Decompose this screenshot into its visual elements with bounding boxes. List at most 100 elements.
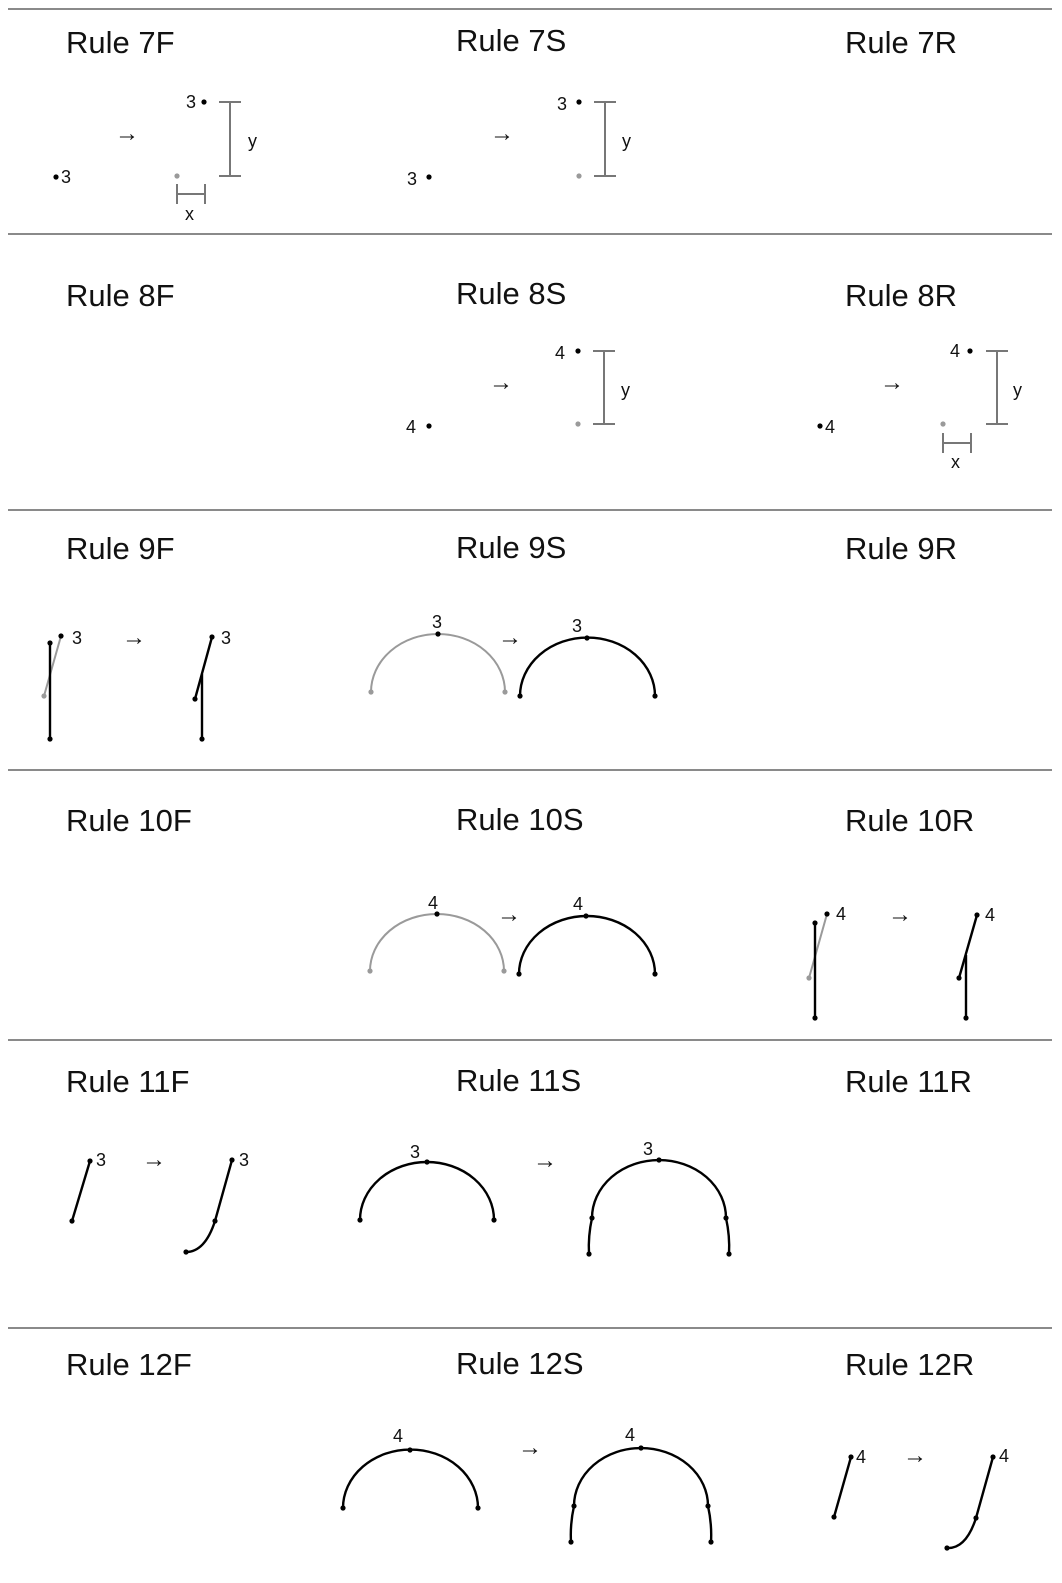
y-dimension-bracket bbox=[594, 101, 616, 177]
row-divider-4 bbox=[8, 1039, 1052, 1041]
point-marker bbox=[990, 1454, 996, 1460]
point-marker bbox=[575, 348, 581, 354]
arc bbox=[517, 914, 657, 975]
arrow: → bbox=[533, 1147, 557, 1174]
slanted-segment bbox=[957, 914, 979, 979]
point-marker bbox=[201, 99, 207, 105]
ghost-arc bbox=[369, 913, 505, 972]
point-marker bbox=[638, 1445, 644, 1451]
rule-9s-title: Rule 9S bbox=[456, 530, 567, 565]
point-marker bbox=[568, 1539, 574, 1545]
y-label: y bbox=[1013, 380, 1022, 400]
point-marker bbox=[726, 1251, 732, 1257]
rule-9r-title: Rule 9R bbox=[845, 531, 957, 566]
point-marker bbox=[69, 1218, 75, 1224]
arrow: → bbox=[888, 901, 912, 928]
rule-11s-figure: 3 → 3 bbox=[357, 1139, 732, 1257]
arrow: → bbox=[880, 369, 904, 396]
rule-8r-figure: 4 → 4 y x bbox=[817, 341, 1022, 472]
point-marker bbox=[956, 975, 962, 981]
rule-10s-title: Rule 10S bbox=[456, 802, 584, 837]
point-marker bbox=[652, 971, 658, 977]
point-marker bbox=[491, 1217, 497, 1223]
point-marker bbox=[812, 920, 818, 926]
point-label-4: 4 bbox=[856, 1447, 866, 1467]
arrow: → bbox=[489, 369, 513, 396]
point-marker bbox=[584, 635, 590, 641]
point-marker bbox=[183, 1249, 189, 1255]
point-label-4: 4 bbox=[428, 893, 438, 913]
row-divider-top bbox=[8, 8, 1052, 10]
arrow: → bbox=[142, 1146, 166, 1173]
point-label-3: 3 bbox=[186, 92, 196, 112]
point-label-4: 4 bbox=[999, 1446, 1009, 1466]
arrow: → bbox=[115, 120, 139, 147]
curved-segment bbox=[946, 1456, 995, 1550]
ghost-segment bbox=[808, 913, 828, 979]
rule-11r-title: Rule 11R bbox=[845, 1064, 972, 1099]
row-divider-3 bbox=[8, 769, 1052, 771]
arc bbox=[518, 636, 657, 697]
arrow: → bbox=[903, 1442, 927, 1469]
point-label-3: 3 bbox=[96, 1150, 106, 1170]
ghost-point-marker bbox=[502, 689, 508, 695]
rule-11s-title: Rule 11S bbox=[456, 1063, 582, 1098]
rule-7s-title: Rule 7S bbox=[456, 23, 567, 58]
arc-leg bbox=[569, 1505, 576, 1543]
slanted-segment bbox=[832, 1456, 853, 1518]
point-marker bbox=[974, 912, 980, 918]
arc bbox=[358, 1160, 496, 1221]
point-label-3: 3 bbox=[221, 628, 231, 648]
row-divider-1 bbox=[8, 233, 1052, 235]
point-label-4: 4 bbox=[406, 417, 416, 437]
rule-10r-title: Rule 10R bbox=[845, 803, 975, 838]
point-label-4: 4 bbox=[836, 904, 846, 924]
slanted-segment bbox=[193, 636, 214, 700]
point-marker bbox=[53, 174, 59, 180]
point-marker bbox=[517, 693, 523, 699]
arc bbox=[341, 1448, 480, 1509]
point-label-3: 3 bbox=[72, 628, 82, 648]
curved-segment bbox=[185, 1159, 234, 1254]
point-marker bbox=[87, 1158, 93, 1164]
arrow: → bbox=[498, 624, 522, 651]
point-marker bbox=[963, 1015, 969, 1021]
rule-8s-title: Rule 8S bbox=[456, 276, 567, 311]
point-marker bbox=[435, 631, 441, 637]
point-marker bbox=[426, 174, 432, 180]
point-label-4: 4 bbox=[950, 341, 960, 361]
point-marker bbox=[199, 736, 205, 742]
point-marker bbox=[407, 1447, 413, 1453]
arrow: → bbox=[497, 901, 521, 928]
x-dimension-bracket bbox=[942, 433, 972, 453]
rule-10f-title: Rule 10F bbox=[66, 803, 192, 838]
point-marker bbox=[192, 696, 198, 702]
point-marker bbox=[209, 634, 215, 640]
rule-7r-title: Rule 7R bbox=[845, 25, 957, 60]
point-label-4: 4 bbox=[393, 1426, 403, 1446]
point-marker bbox=[967, 348, 973, 354]
arc bbox=[590, 1158, 728, 1219]
point-marker bbox=[831, 1514, 837, 1520]
ghost-point-marker bbox=[575, 421, 581, 427]
point-marker bbox=[47, 640, 53, 646]
point-label-3: 3 bbox=[410, 1142, 420, 1162]
ghost-segment bbox=[43, 635, 62, 697]
rule-7f-figure: 3 → 3 y x bbox=[53, 92, 257, 224]
point-label-3: 3 bbox=[61, 167, 71, 187]
rule-12f-title: Rule 12F bbox=[66, 1347, 192, 1382]
row-divider-2 bbox=[8, 509, 1052, 511]
ghost-point-marker bbox=[367, 968, 373, 974]
x-dimension-bracket bbox=[176, 184, 206, 204]
point-label-3: 3 bbox=[239, 1150, 249, 1170]
ghost-point-marker bbox=[41, 693, 47, 699]
ghost-point-marker bbox=[806, 975, 812, 981]
rule-11f-figure: 3 → 3 bbox=[69, 1146, 249, 1255]
rule-12r-title: Rule 12R bbox=[845, 1347, 975, 1382]
rule-9s-figure: 3 → 3 bbox=[368, 612, 658, 699]
rule-7f-title: Rule 7F bbox=[66, 25, 175, 60]
arc-leg bbox=[724, 1217, 731, 1255]
point-marker bbox=[475, 1505, 481, 1511]
arrow: → bbox=[122, 624, 146, 651]
